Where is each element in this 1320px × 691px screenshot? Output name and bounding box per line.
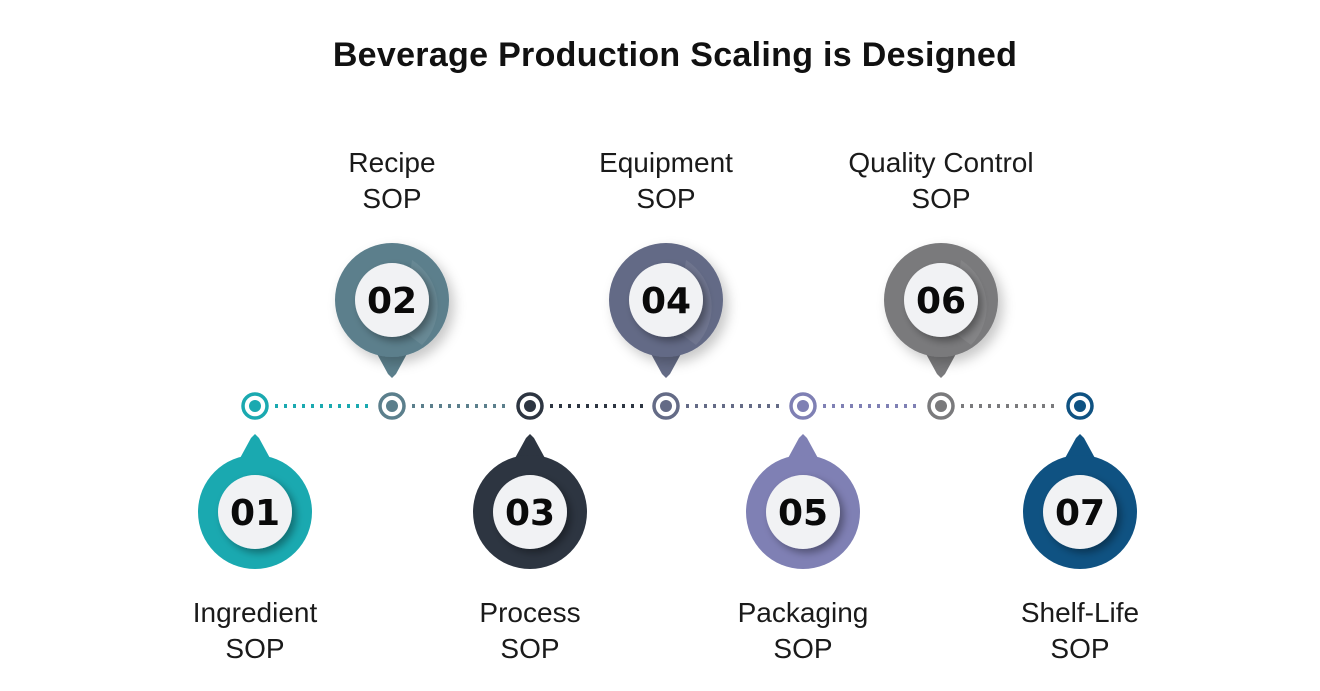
- step-suffix: SOP: [225, 633, 285, 664]
- step-number: 05: [778, 493, 828, 534]
- step-name: Process: [479, 597, 581, 628]
- step-pin-04: 04: [609, 243, 723, 378]
- step-suffix: SOP: [362, 183, 422, 214]
- step-name: Quality Control: [848, 147, 1034, 178]
- step-number: 03: [505, 493, 555, 534]
- timeline-nodes: [241, 392, 1094, 420]
- timeline-node-05: [789, 392, 817, 420]
- step-pin-06: 06: [884, 243, 998, 378]
- step-number: 06: [916, 281, 966, 322]
- step-number: 02: [367, 281, 417, 322]
- diagram-title: Beverage Production Scaling is Designed: [332, 36, 1018, 74]
- step-suffix: SOP: [773, 633, 833, 664]
- timeline-node-07: [1066, 392, 1094, 420]
- step-pin-03: 03: [473, 434, 587, 569]
- step-name: Shelf-Life: [1020, 597, 1140, 628]
- step-number: 07: [1055, 493, 1105, 534]
- timeline-node-03: [516, 392, 544, 420]
- timeline-node-01: [241, 392, 269, 420]
- step-number: 04: [641, 281, 691, 322]
- step-suffix: SOP: [500, 633, 560, 664]
- step-pin-07: 07: [1023, 434, 1137, 569]
- step-pins: 01 02 03 04 05 06 07: [198, 243, 1137, 569]
- step-pin-02: 02: [335, 243, 449, 378]
- step-pin-05: 05: [746, 434, 860, 569]
- timeline-node-04: [652, 392, 680, 420]
- step-pin-01: 01: [198, 434, 312, 569]
- step-name: Ingredient: [192, 597, 318, 628]
- step-name: Recipe: [348, 147, 436, 178]
- step-number: 01: [230, 493, 280, 534]
- step-suffix: SOP: [911, 183, 971, 214]
- step-suffix: SOP: [1050, 633, 1110, 664]
- step-name: Packaging: [737, 597, 869, 628]
- step-name: Equipment: [599, 147, 733, 178]
- timeline-node-06: [927, 392, 955, 420]
- step-suffix: SOP: [636, 183, 696, 214]
- timeline-node-02: [378, 392, 406, 420]
